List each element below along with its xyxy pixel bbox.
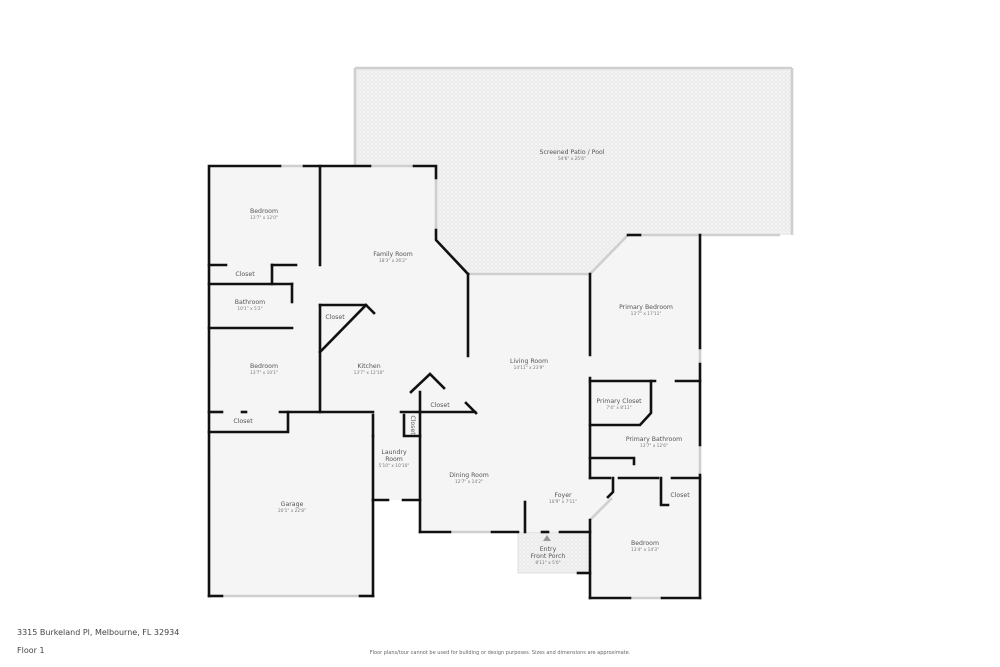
disclaimer: Floor plans/tour cannot be used for buil…: [369, 650, 631, 656]
room-dimensions: 18'3" x 26'2": [379, 258, 407, 264]
room-dimensions: 7'4" x 8'11": [606, 405, 631, 411]
interior-fill: [209, 166, 700, 598]
room-name: Bathroom: [235, 299, 265, 306]
room-name: Bedroom: [631, 540, 659, 547]
room-name: Entry: [540, 546, 557, 553]
room-name: Bedroom: [250, 363, 278, 370]
room-dimensions: 13'7" x 12'6": [640, 443, 668, 449]
entry-arrow-icon: [543, 535, 551, 541]
patio-area: [355, 68, 792, 274]
room-label-closet-se: Closet: [670, 492, 690, 499]
room-name: Dining Room: [449, 472, 489, 479]
room-dimensions: 8'11" x 5'0": [535, 560, 560, 566]
room-name: Primary Bathroom: [626, 436, 682, 443]
room-name: Kitchen: [357, 363, 380, 370]
room-name: Screened Patio / Pool: [540, 149, 605, 156]
room-name: Closet: [670, 492, 690, 499]
room-dimensions: 5'10" x 10'10": [379, 463, 410, 469]
room-dimensions: 13'7" x 17'11": [631, 311, 662, 317]
room-name: Foyer: [554, 492, 572, 499]
room-dimensions: 10'1" x 5'2": [237, 306, 262, 312]
room-dimensions: 12'7" x 14'2": [455, 479, 483, 485]
room-name: Garage: [281, 501, 304, 508]
room-dimensions: 13'7" x 12'10": [354, 370, 385, 376]
room-name: Closet: [430, 402, 450, 409]
room-name: Laundry: [381, 449, 407, 456]
room-name: Bedroom: [250, 208, 278, 215]
room-name: Front Porch: [531, 553, 566, 560]
room-label-closet-center: Closet: [430, 402, 450, 409]
room-dimensions: 20'1" x 22'8": [278, 508, 306, 514]
room-name: Closet: [409, 415, 416, 435]
room-name: Family Room: [373, 251, 413, 258]
room-dimensions: 13'7" x 12'0": [250, 215, 278, 221]
room-dimensions: 13'4" x 14'3": [631, 547, 659, 553]
room-dimensions: 54'6" x 25'6": [558, 156, 586, 162]
walls: [207, 164, 702, 600]
room-label-closet-kitchen: Closet: [325, 314, 345, 321]
room-dimensions: 14'11" x 23'9": [514, 365, 545, 371]
floor-label: Floor 1: [17, 646, 45, 655]
room-name: Closet: [235, 271, 255, 278]
room-dimensions: 13'7" x 10'1": [250, 370, 278, 376]
room-name: Living Room: [510, 358, 548, 365]
room-label-closet-nw: Closet: [235, 271, 255, 278]
windows: [207, 66, 794, 600]
room-label-closet-laundry: Closet: [409, 415, 416, 435]
property-address: 3315 Burkeland Pl, Melbourne, FL 32934: [17, 628, 180, 637]
room-name: Room: [385, 456, 403, 463]
room-name: Primary Bedroom: [619, 304, 673, 311]
room-dimensions: 10'9" x 7'11": [549, 499, 577, 505]
room-label-closet-sw: Closet: [233, 418, 253, 425]
room-name: Primary Closet: [596, 398, 642, 405]
room-name: Closet: [325, 314, 345, 321]
room-name: Closet: [233, 418, 253, 425]
